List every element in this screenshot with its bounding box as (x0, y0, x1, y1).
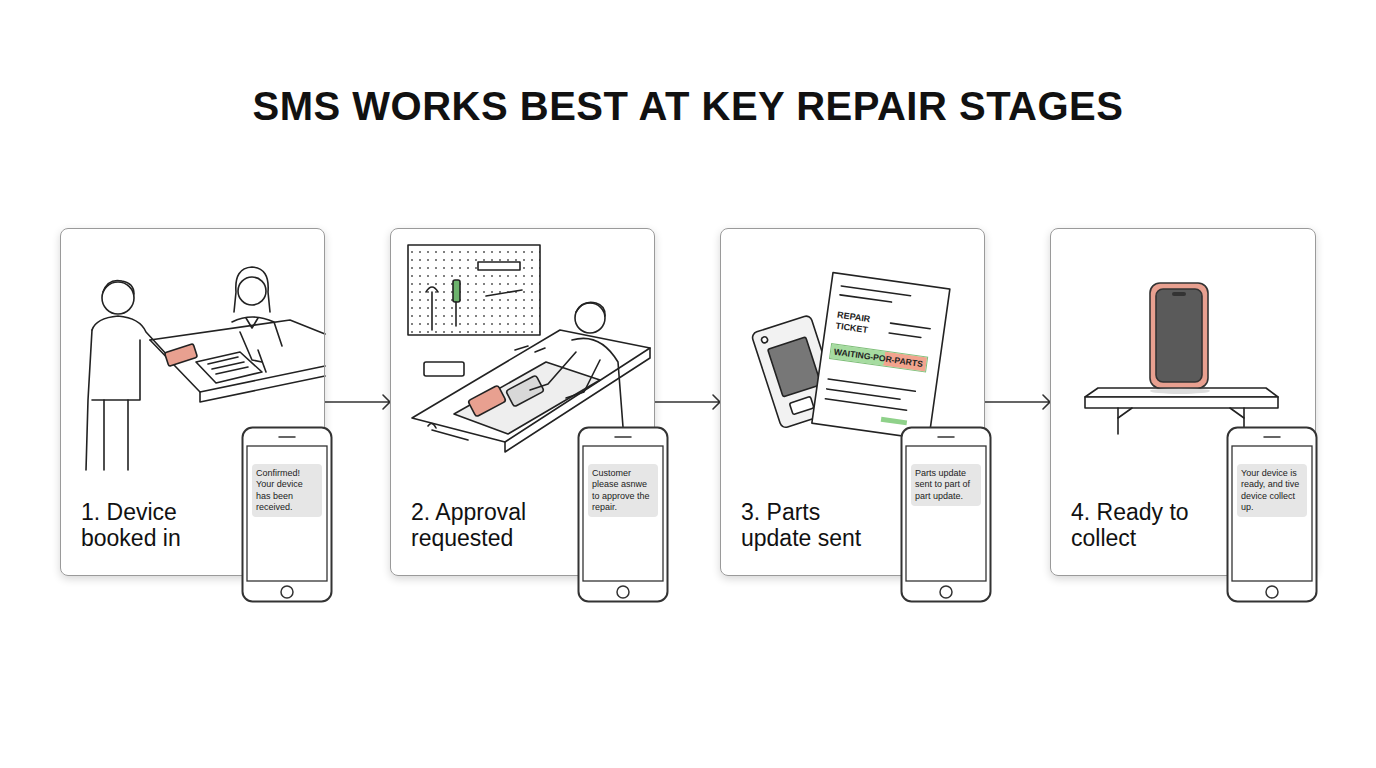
stage-label: 3. Parts update sent (741, 499, 893, 552)
booking-scene (103, 280, 134, 294)
collect-scene (1150, 283, 1208, 388)
booking-scene (104, 400, 128, 470)
workbench-scene (424, 362, 464, 376)
collect-scene (1150, 388, 1210, 394)
parts-scene (840, 286, 911, 305)
booking-scene (234, 267, 270, 312)
booking-scene (86, 330, 92, 470)
sms-phone: Parts update sent to part of part update… (900, 426, 992, 603)
workbench-scene (412, 330, 650, 442)
booking-scene (165, 344, 198, 367)
phone-button (940, 586, 952, 598)
workbench-scene (454, 362, 600, 434)
phone-body (1228, 428, 1317, 602)
phone-screen (583, 446, 663, 581)
parts-scene (751, 273, 950, 440)
collect-scene (1085, 283, 1278, 434)
booking-scene (150, 320, 325, 340)
phone-speaker (279, 436, 295, 438)
workbench-scene (576, 302, 605, 316)
booking-scene (196, 352, 262, 383)
workbench-scene (505, 348, 650, 452)
collect-scene (1156, 289, 1202, 382)
collect-scene (1118, 408, 1244, 434)
sms-phone: Confirmed! Your device has been received… (241, 426, 333, 603)
diagram-title: SMS WORKS BEST AT KEY REPAIR STAGES (0, 84, 1376, 129)
parts-scene (881, 417, 907, 426)
parts-scene (812, 273, 950, 440)
workbench-scene (506, 375, 544, 407)
workbench-scene (478, 262, 520, 270)
workbench-scene (408, 245, 650, 452)
workbench-scene (530, 352, 576, 390)
sms-phone: Your device is ready, and tive device co… (1226, 426, 1318, 603)
booking-scene (102, 282, 134, 314)
workbench-scene (455, 302, 457, 326)
phone-body (579, 428, 668, 602)
stage-label: 1. Device booked in (81, 499, 233, 552)
phone-speaker (1264, 436, 1280, 438)
booking-scene (92, 340, 140, 400)
phone-outline (900, 426, 992, 603)
parts-scene (761, 336, 769, 344)
phone-button (281, 586, 293, 598)
collect-scene (1085, 397, 1278, 408)
workbench-scene (408, 245, 540, 335)
sms-message: Customer please asnwe to approve the rep… (588, 464, 658, 517)
parts-scene (768, 337, 821, 397)
connector-arrow (985, 395, 1050, 409)
parts-scene (789, 396, 814, 414)
parts-scene (825, 379, 915, 411)
phone-screen (247, 446, 327, 581)
collect-scene (1085, 388, 1278, 397)
sms-message: Your device is ready, and tive device co… (1237, 464, 1307, 517)
booking-scene (150, 340, 325, 392)
workbench-scene (453, 280, 460, 302)
workbench-scene (575, 303, 605, 333)
workbench-scene (572, 338, 624, 440)
collect-scene (1172, 292, 1186, 296)
phone-screen (1232, 446, 1312, 581)
ticket-heading: REPAIR TICKET (835, 310, 886, 338)
connector-arrow (655, 395, 720, 409)
sms-phone: Customer please asnwe to approve the rep… (577, 426, 669, 603)
stage-panel: 3. Parts update sent Parts update sent to… (720, 228, 985, 576)
phone-speaker (615, 436, 631, 438)
workbench-scene (428, 423, 468, 440)
phone-screen (906, 446, 986, 581)
phone-body (243, 428, 332, 602)
booking-scene (208, 357, 248, 374)
phone-body (902, 428, 991, 602)
booking-scene (238, 277, 266, 305)
booking-scene (92, 316, 168, 356)
phone-speaker (938, 436, 954, 438)
stage-panel: 1. Device booked in Confirmed! Your devic… (60, 228, 325, 576)
workbench-scene (426, 287, 438, 330)
collect-scene (1118, 408, 1244, 418)
parts-scene (812, 273, 950, 440)
booking-scene (258, 350, 266, 372)
workbench-scene (486, 290, 522, 296)
workbench-scene (515, 346, 545, 352)
parts-scene (889, 323, 930, 338)
workbench-scene (468, 385, 506, 417)
booking-scene (246, 318, 258, 328)
sms-message: Parts update sent to part of part update… (911, 464, 981, 506)
status-band: WAITING-POR-PARTS (829, 343, 928, 373)
stage-panel: 2. Approval requested Customer please asn… (390, 228, 655, 576)
sms-message: Confirmed! Your device has been received… (252, 464, 322, 517)
phone-button (617, 586, 629, 598)
workbench-scene (566, 360, 600, 398)
booking-scene (240, 332, 262, 362)
stage-label: 4. Ready to collect (1071, 499, 1223, 552)
stage-label: 2. Approval requested (411, 499, 563, 552)
connector-arrow (325, 395, 390, 409)
stage-panel: 4. Ready to collect Your device is ready,… (1050, 228, 1316, 576)
phone-button (1266, 586, 1278, 598)
